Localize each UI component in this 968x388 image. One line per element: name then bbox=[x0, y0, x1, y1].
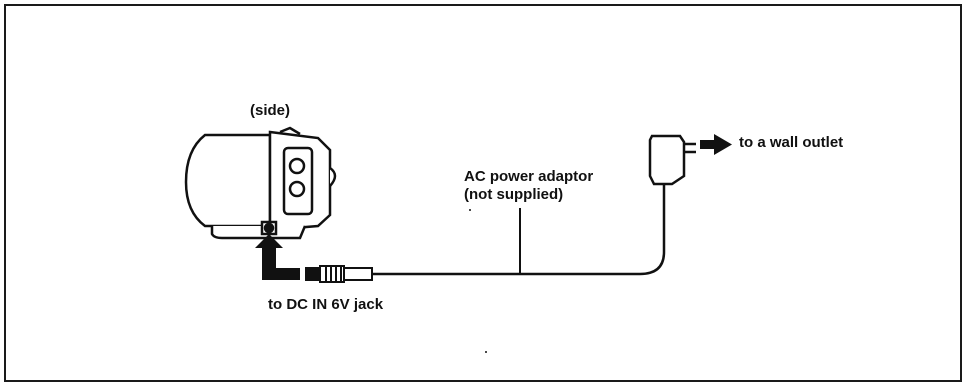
device-side-view bbox=[184, 126, 337, 240]
speck bbox=[485, 351, 487, 353]
adaptor-label-line2: (not supplied) bbox=[464, 186, 564, 203]
arrow-to-jack-icon bbox=[255, 234, 300, 280]
adaptor-label-line1: AC power adaptor bbox=[464, 168, 594, 185]
side-label: (side) bbox=[250, 102, 291, 119]
ac-adaptor-icon bbox=[648, 134, 696, 200]
frame-bottom-edge bbox=[4, 380, 962, 382]
speck bbox=[469, 209, 471, 211]
adaptor-cable bbox=[372, 200, 666, 276]
arrow-to-outlet-icon bbox=[700, 134, 732, 155]
wall-outlet-label: to a wall outlet bbox=[739, 134, 844, 151]
dc-plug-icon bbox=[305, 265, 373, 283]
dc-jack-label: to DC IN 6V jack bbox=[268, 296, 384, 313]
